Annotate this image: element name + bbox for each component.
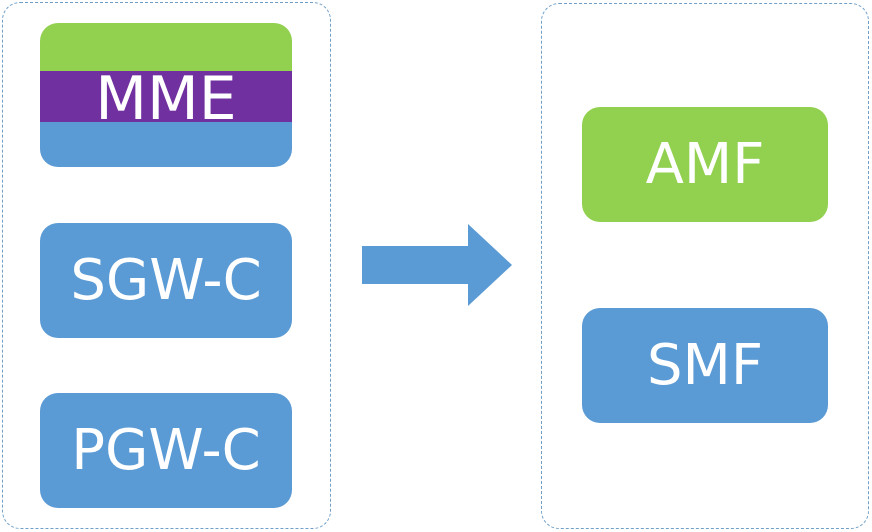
smf-label: SMF: [646, 332, 764, 398]
right-group-container: [541, 3, 869, 529]
smf-box: SMF: [582, 308, 828, 423]
amf-box: AMF: [582, 107, 828, 222]
sgw-c-box: SGW-C: [40, 223, 292, 338]
pgw-c-label: PGW-C: [71, 417, 261, 483]
amf-label: AMF: [645, 131, 765, 197]
right-arrow-icon: [362, 224, 512, 306]
left-group-container: [2, 2, 331, 529]
mme-label: MME: [95, 64, 237, 134]
sgw-c-label: SGW-C: [70, 247, 262, 313]
pgw-c-box: PGW-C: [40, 393, 292, 508]
mme-box: MME: [40, 23, 292, 167]
